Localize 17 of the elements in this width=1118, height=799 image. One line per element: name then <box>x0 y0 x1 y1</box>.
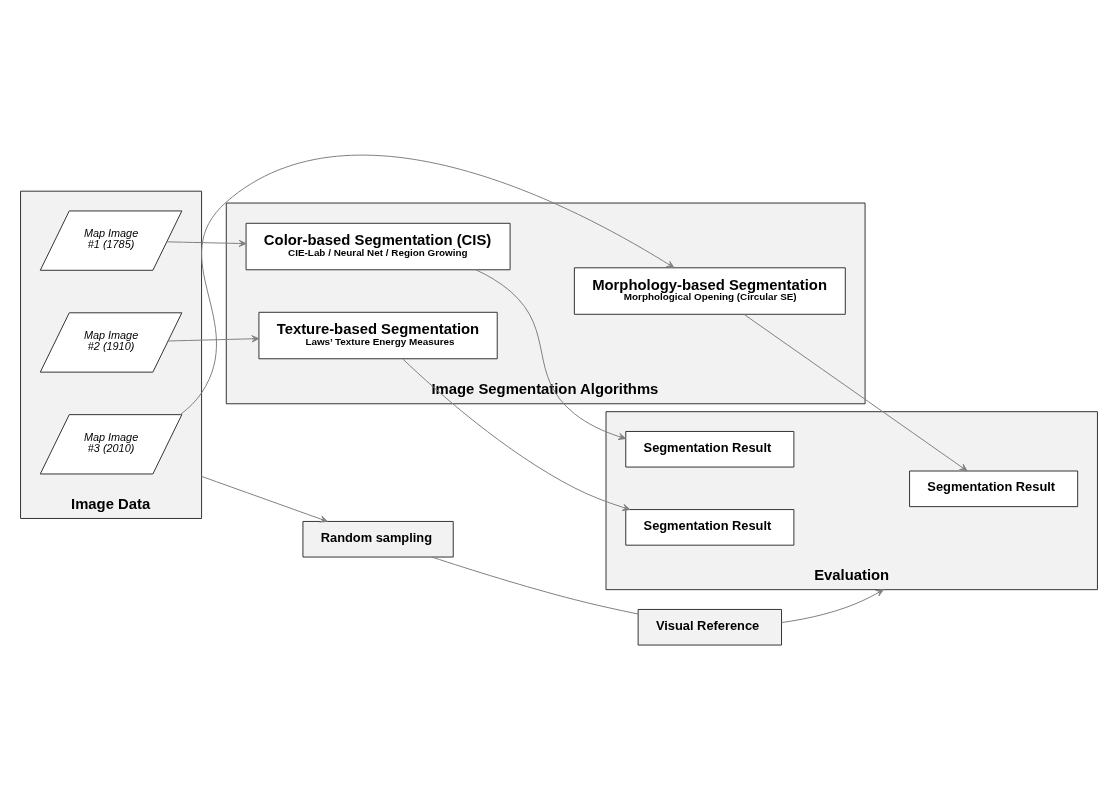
arrow <box>402 358 631 511</box>
node-box: Texture-based Segmentation Laws’ Texture Energy Measures <box>258 311 498 359</box>
arrow <box>167 334 260 342</box>
connector <box>431 556 639 614</box>
node-box: Morphology-based Segmentation Morphological Opening (Circular SE) <box>573 266 846 315</box>
node-box: Visual Reference <box>637 608 782 646</box>
node-box: Segmentation Result <box>625 430 795 468</box>
arrow <box>179 154 675 415</box>
node-box: Random sampling <box>302 520 454 558</box>
arrow <box>781 588 884 623</box>
arrow <box>743 313 968 471</box>
arrow <box>166 239 247 247</box>
node-box: Color-based Segmentation (CIS) CIE-Lab / Neural Net / Region Growing <box>245 222 511 270</box>
arrow <box>475 268 627 440</box>
node-box: Segmentation Result <box>909 470 1079 507</box>
node-box: Segmentation Result <box>625 508 795 546</box>
arrow <box>201 475 328 522</box>
